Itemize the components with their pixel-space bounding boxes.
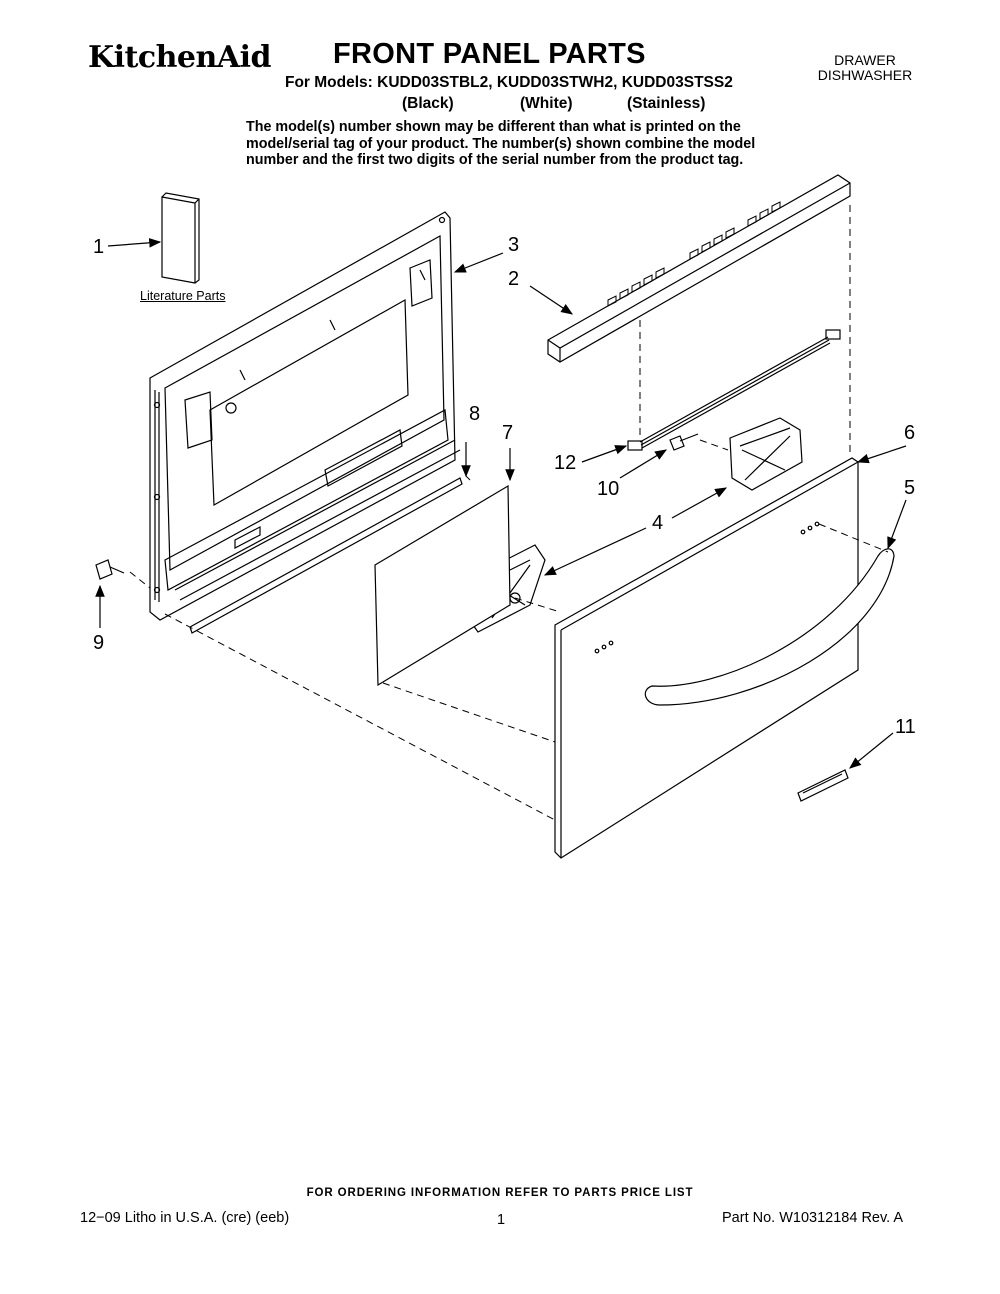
ordering-note: FOR ORDERING INFORMATION REFER TO PARTS …: [306, 1187, 694, 1199]
callout-12: 12: [554, 452, 577, 474]
callout-4: 4: [652, 512, 664, 534]
leader-3: [453, 252, 504, 273]
part-number: Part No. W10312184 Rev. A: [722, 1210, 904, 1226]
callout-5: 5: [904, 477, 916, 499]
outer-door-panel: [554, 457, 859, 859]
litho-line: 12−09 Litho in U.S.A. (cre) (eeb): [80, 1210, 290, 1226]
literature-booklet: [161, 192, 200, 284]
color-stainless: (Stainless): [627, 95, 706, 112]
leader-4a: [671, 487, 728, 519]
models-line: For Models: KUDD03STBL2, KUDD03STWH2, KU…: [285, 74, 733, 91]
leader-10: [619, 449, 668, 479]
leader-4b: [543, 527, 647, 576]
leader-2: [529, 285, 573, 315]
handle-bracket-right: [729, 417, 803, 491]
literature-parts-label: Literature Parts: [140, 289, 226, 303]
page-number: 1: [497, 1212, 506, 1228]
insulation-pad: [374, 484, 511, 687]
leader-12: [581, 445, 628, 463]
callout-1: 1: [93, 236, 105, 258]
callout-9: 9: [93, 632, 105, 654]
inner-door-panel: [149, 211, 463, 634]
control-console: [547, 174, 851, 363]
callout-8: 8: [469, 403, 481, 425]
model-number-note: The model(s) number shown may be differe…: [246, 119, 756, 168]
screw-9: [95, 559, 125, 580]
color-white: (White): [520, 95, 573, 112]
callout-2: 2: [508, 268, 520, 290]
callout-10: 10: [597, 478, 620, 500]
color-black: (Black): [402, 95, 454, 112]
leader-1: [107, 238, 162, 248]
door-handle: [644, 548, 895, 706]
page-title: FRONT PANEL PARTS: [333, 38, 646, 70]
screw-10: [669, 433, 699, 451]
leader-6: [856, 445, 907, 464]
callout-3: 3: [508, 234, 520, 256]
assembly-lines: [129, 205, 889, 821]
product-category: DRAWER DISHWASHER: [800, 53, 930, 83]
category-line-2: DISHWASHER: [817, 67, 913, 83]
category-line-1: DRAWER: [834, 52, 896, 68]
callout-11: 11: [895, 716, 916, 738]
callout-7: 7: [502, 422, 514, 444]
leader-11: [849, 732, 894, 769]
callout-6: 6: [904, 422, 916, 444]
leader-5: [887, 499, 907, 550]
wire-harness: [627, 329, 841, 451]
brand-logo: KitchenAid: [88, 40, 271, 75]
nameplate-badge: [797, 769, 849, 802]
